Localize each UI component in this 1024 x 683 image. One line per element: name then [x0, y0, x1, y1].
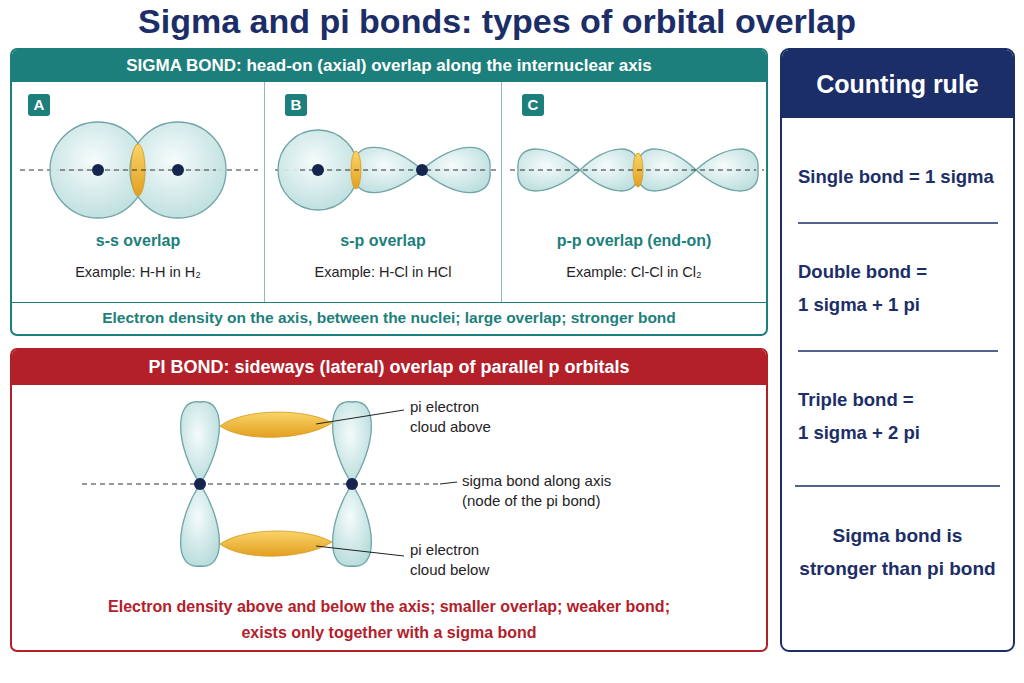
- callout-label: pi electron cloud below: [410, 540, 510, 580]
- example-text: Example: Cl-Cl in Cl₂: [502, 262, 766, 282]
- nucleus-dot: [92, 164, 104, 176]
- diagram-title: Sigma and pi bonds: types of orbital ove…: [0, 1, 994, 41]
- p-orbital-lobe: [422, 147, 490, 192]
- p-orbital-lobe: [638, 149, 696, 191]
- example-text: Example: H-Cl in HCl: [265, 262, 501, 282]
- p-orbital-lobe: [580, 149, 638, 191]
- panel-note: Electron density on the axis, between th…: [12, 302, 766, 334]
- p-orbital-lobe: [333, 484, 372, 566]
- rule-separator: [798, 222, 998, 224]
- panel-heading: PI BOND: sideways (lateral) overlap of p…: [12, 350, 766, 385]
- internuclear-axis: [275, 169, 496, 170]
- p-orbital-lobe: [333, 402, 372, 484]
- rule-separator: [798, 350, 998, 352]
- nucleus-dot: [172, 164, 184, 176]
- leader-line: [440, 482, 457, 484]
- panel-heading: Counting rule: [782, 50, 1013, 118]
- overlap-panel: As-s overlapExample: H-H in H₂: [12, 82, 265, 302]
- leader-line: [316, 546, 404, 556]
- nucleus-dot: [346, 478, 358, 490]
- callout-label: sigma bond along axis (node of the pi bo…: [462, 471, 640, 511]
- overlap-region: [131, 144, 145, 196]
- overlap-panel: Cp-p overlap (end-on) Example: Cl-Cl in C…: [502, 82, 766, 302]
- panel-heading: SIGMA BOND: head-on (axial) overlap alon…: [12, 50, 766, 82]
- p-orbital-lobe: [696, 149, 758, 191]
- panel-badge: B: [285, 94, 307, 116]
- internuclear-axis: [20, 169, 258, 170]
- overlap-type: s-s overlap: [12, 230, 264, 252]
- p-orbital-lobe: [181, 484, 220, 566]
- internuclear-axis: [60, 169, 216, 170]
- overlap-type: s-p overlap: [265, 230, 501, 252]
- s-orbital: [50, 122, 146, 218]
- sigma-panel: As-s overlapExample: H-H in H₂Bs-p overl…: [10, 48, 768, 336]
- p-orbital-lobe: [518, 149, 580, 191]
- badge-letter: A: [28, 94, 50, 116]
- s-orbital: [278, 130, 358, 210]
- internuclear-axis: [300, 169, 486, 170]
- rule-separator: [795, 485, 1000, 487]
- rule-text: Single bond = 1 sigma: [798, 160, 1010, 193]
- internuclear-axis: [82, 483, 440, 484]
- overlap-panel: Bs-p overlapExample: H-Cl in HCl: [265, 82, 502, 302]
- p-orbital-lobe: [181, 402, 220, 484]
- s-orbital: [130, 122, 226, 218]
- pi-electron-cloud: [220, 531, 332, 556]
- panel-badge: A: [28, 94, 50, 116]
- leader-line: [316, 410, 404, 424]
- nucleus-dot: [416, 164, 428, 176]
- pi-electron-cloud: [220, 412, 332, 437]
- pi-panel: PI BOND: sideways (lateral) overlap of p…: [10, 348, 768, 652]
- panel-badge: C: [522, 94, 544, 116]
- panel-note: Electron density above and below the axi…: [94, 594, 684, 646]
- rule-text: Triple bond = 1 sigma + 2 pi: [798, 383, 922, 449]
- badge-letter: B: [285, 94, 307, 116]
- badge-letter: C: [522, 94, 544, 116]
- example-text: Example: H-H in H₂: [12, 262, 264, 282]
- p-orbital-lobe: [354, 147, 422, 192]
- overlap-region: [351, 151, 361, 189]
- rule-text: Sigma bond is stronger than pi bond: [795, 519, 1000, 585]
- overlap-type: p-p overlap (end-on): [502, 230, 766, 252]
- rule-text: Double bond = 1 sigma + 1 pi: [798, 255, 935, 321]
- nucleus-dot: [194, 478, 206, 490]
- nucleus-dot: [312, 164, 324, 176]
- internuclear-axis: [520, 169, 756, 170]
- overlap-region: [633, 153, 643, 187]
- internuclear-axis: [510, 169, 764, 170]
- callout-label: pi electron cloud above: [410, 397, 510, 437]
- rule-panel: Counting ruleSingle bond = 1 sigmaDouble…: [780, 48, 1015, 652]
